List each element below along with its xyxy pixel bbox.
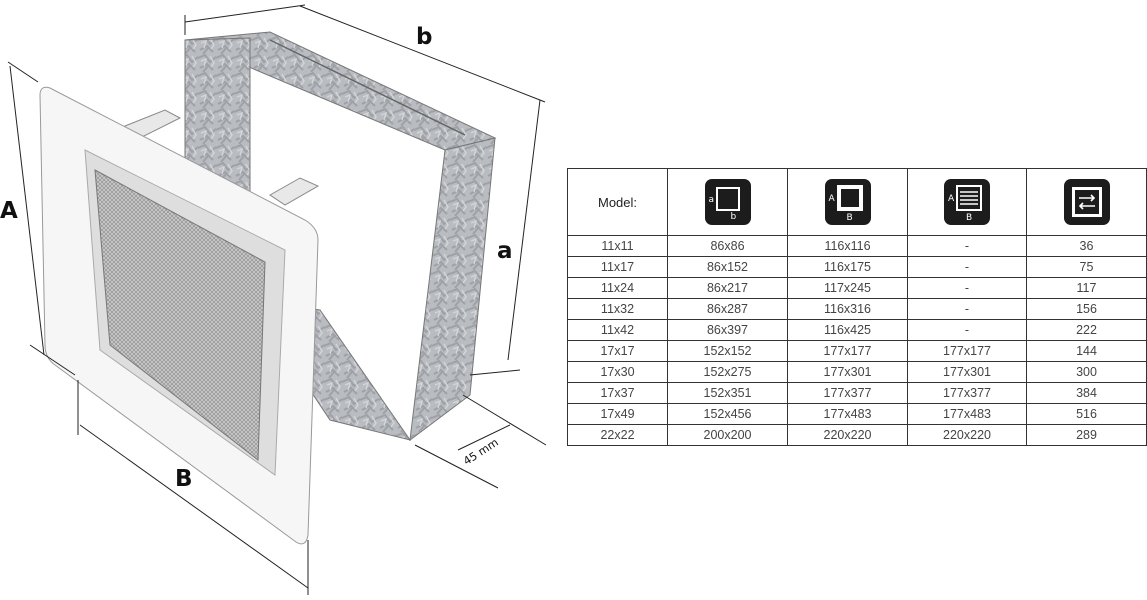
outer-frame-cell: 116x316 [787, 298, 908, 320]
outer-frame-cell: 116x425 [787, 319, 908, 341]
white-grille-plate [39, 86, 319, 545]
model-cell: 11x17 [567, 256, 668, 278]
dimension-label-a: a [497, 238, 513, 264]
model-cell: 11x24 [567, 277, 668, 299]
model-cell: 22x22 [567, 424, 668, 446]
airflow-cell: 156 [1026, 298, 1147, 320]
louvre-cell: - [907, 235, 1027, 257]
header-louvre-grille: A B [907, 168, 1027, 236]
model-cell: 11x32 [567, 298, 668, 320]
icon-label-B: B [846, 213, 853, 223]
airflow-cell: 289 [1026, 424, 1147, 446]
outer-frame-cell: 177x377 [787, 382, 908, 404]
outer-frame-cell: 116x116 [787, 235, 908, 257]
louvre-cell: - [907, 277, 1027, 299]
louvre-cell: 177x301 [907, 361, 1027, 383]
dimension-label-B: B [175, 466, 193, 492]
icon-label-A-louvre: A [948, 194, 955, 204]
airflow-icon [1063, 179, 1110, 225]
inner-opening-cell: 86x397 [667, 319, 788, 341]
louvre-cell: - [907, 256, 1027, 278]
inner-opening-cell: 86x217 [667, 277, 788, 299]
outer-frame-icon: A B [824, 179, 871, 225]
table-header-row: Model: a b A B [567, 168, 1147, 236]
airflow-cell: 300 [1026, 361, 1147, 383]
header-inner-opening: a b [667, 168, 788, 236]
inner-opening-cell: 152x456 [667, 403, 788, 425]
louvre-grille-icon: A B [944, 179, 990, 225]
icon-label-b: b [730, 212, 737, 222]
outer-frame-cell: 117x245 [787, 277, 908, 299]
icon-label-A: A [828, 194, 835, 204]
airflow-cell: 144 [1026, 340, 1147, 362]
header-airflow [1026, 168, 1147, 236]
outer-frame-cell: 116x175 [787, 256, 908, 278]
model-header: Model: [567, 168, 668, 236]
outer-frame-cell: 177x483 [787, 403, 908, 425]
louvre-cell: 220x220 [907, 424, 1027, 446]
model-cell: 11x42 [567, 319, 668, 341]
header-outer-frame: A B [787, 168, 908, 236]
inner-opening-cell: 200x200 [667, 424, 788, 446]
model-cell: 17x49 [567, 403, 668, 425]
inner-opening-cell: 152x275 [667, 361, 788, 383]
icon-label-a: a [708, 195, 715, 205]
airflow-cell: 36 [1026, 235, 1147, 257]
model-cell: 11x11 [567, 235, 668, 257]
vent-grille-drawing [7, 4, 547, 595]
airflow-cell: 117 [1026, 277, 1147, 299]
louvre-cell: 177x177 [907, 340, 1027, 362]
dimension-lines [7, 4, 547, 595]
inner-opening-cell: 86x152 [667, 256, 788, 278]
outer-frame-cell: 220x220 [787, 424, 908, 446]
louvre-cell: - [907, 298, 1027, 320]
airflow-cell: 75 [1026, 256, 1147, 278]
inner-opening-icon: a b [704, 179, 751, 225]
inner-opening-cell: 86x287 [667, 298, 788, 320]
inner-opening-cell: 152x351 [667, 382, 788, 404]
outer-frame-cell: 177x301 [787, 361, 908, 383]
inner-opening-cell: 152x152 [667, 340, 788, 362]
airflow-cell: 516 [1026, 403, 1147, 425]
model-cell: 17x30 [567, 361, 668, 383]
airflow-cell: 222 [1026, 319, 1147, 341]
louvre-cell: 177x483 [907, 403, 1027, 425]
model-cell: 17x17 [567, 340, 668, 362]
dimension-label-A: A [0, 198, 18, 224]
louvre-cell: - [907, 319, 1027, 341]
outer-frame-cell: 177x177 [787, 340, 908, 362]
inner-opening-cell: 86x86 [667, 235, 788, 257]
louvre-cell: 177x377 [907, 382, 1027, 404]
icon-label-B-louvre: B [966, 213, 973, 223]
model-cell: 17x37 [567, 382, 668, 404]
dimension-table: Model: a b A B [567, 168, 1147, 446]
dimension-label-b: b [416, 24, 433, 50]
airflow-cell: 384 [1026, 382, 1147, 404]
